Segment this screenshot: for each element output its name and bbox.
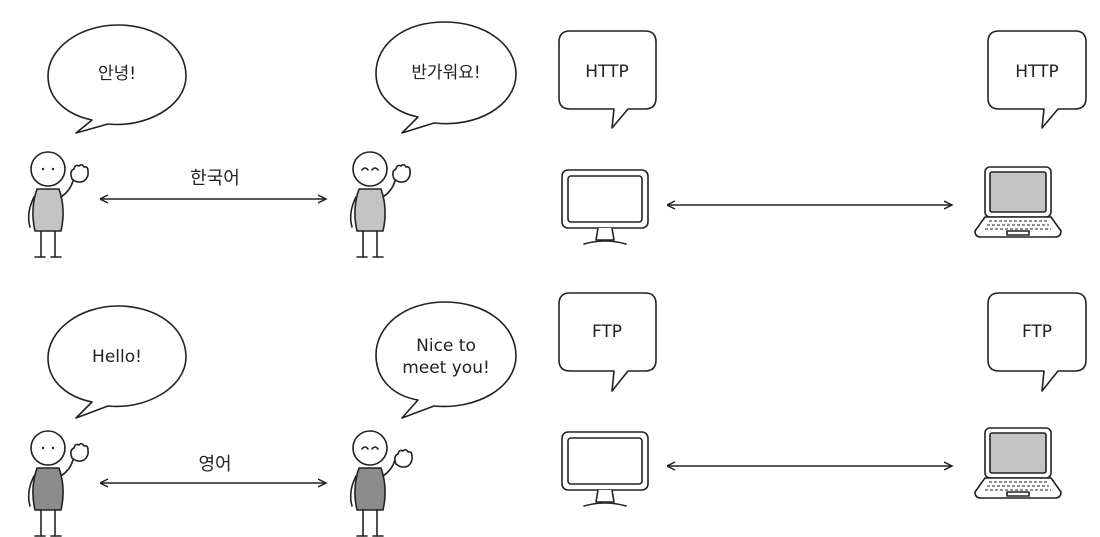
english-right-bubble-text-line1: Nice to [416, 336, 476, 356]
korean-left-bubble-text: 안녕! [98, 64, 136, 84]
eye-icon [51, 167, 55, 171]
ftp-right-speech-bubble: FTP [987, 292, 1087, 392]
korean-right-bubble-text: 반가워요! [411, 63, 480, 83]
ftp-desktop-monitor-icon [561, 431, 649, 507]
korean-person-left [27, 151, 89, 258]
ftp-left-speech-bubble: FTP [558, 292, 657, 392]
korean-language-label: 한국어 [190, 168, 240, 189]
ftp-right-bubble-text: FTP [1022, 322, 1052, 342]
eye-icon [51, 446, 55, 450]
english-language-label: 영어 [198, 454, 231, 475]
http-right-speech-bubble: HTTP [987, 30, 1087, 129]
english-right-bubble-text-line2: meet you! [402, 358, 490, 378]
english-person-right [349, 430, 413, 537]
ftp-laptop-icon [974, 427, 1062, 499]
smiling-eyes-icon [361, 446, 379, 450]
english-left-bubble-text: Hello! [92, 347, 142, 367]
http-laptop-icon [974, 166, 1062, 238]
english-left-speech-bubble: Hello! [47, 305, 187, 419]
eye-icon [41, 167, 45, 171]
http-right-bubble-text: HTTP [1015, 62, 1059, 82]
http-left-bubble-text: HTTP [585, 62, 629, 82]
korean-person-right [349, 151, 411, 258]
english-person-left [27, 430, 89, 537]
eye-icon [41, 446, 45, 450]
smiling-eyes-icon [361, 167, 379, 171]
http-left-speech-bubble: HTTP [558, 30, 657, 129]
korean-left-speech-bubble: 안녕! [47, 24, 187, 134]
http-desktop-monitor-icon [561, 169, 649, 245]
ftp-left-bubble-text: FTP [592, 322, 622, 342]
english-right-speech-bubble: Nice to meet you! [375, 301, 517, 419]
korean-right-speech-bubble: 반가워요! [375, 21, 517, 134]
